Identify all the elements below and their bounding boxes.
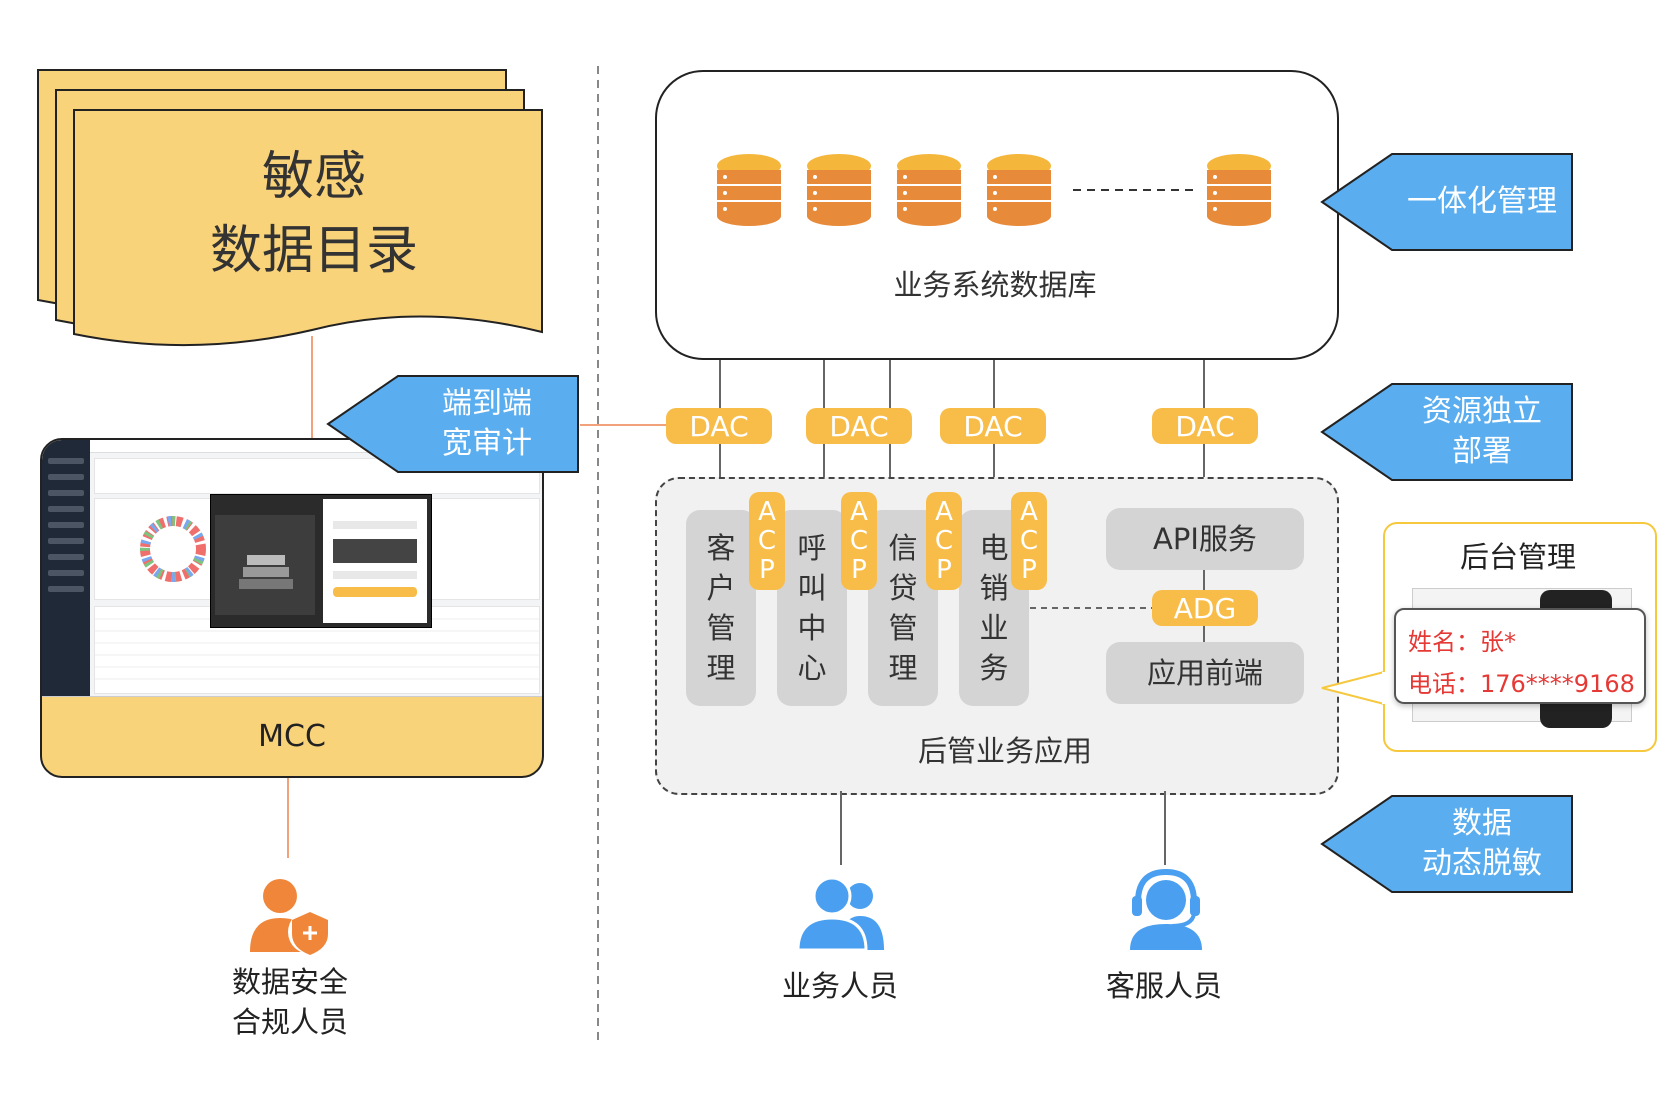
- backstage-pointer: [1321, 670, 1386, 706]
- masking-callout: [1320, 795, 1573, 893]
- audit-callout-text: 端到端宽审计: [442, 386, 532, 461]
- audit-dac-connector: [580, 424, 666, 426]
- telesales-adg-link: [1030, 607, 1160, 609]
- catalog-doc-stack: [37, 69, 543, 347]
- masking-callout-text: 数据动态脱敏: [1422, 806, 1542, 881]
- mcc-screenshot: [42, 440, 542, 697]
- backstage-title: 后台管理: [1459, 540, 1576, 574]
- independent-callout-text: 资源独立部署: [1422, 394, 1542, 469]
- app-region-caption: 后管业务应用: [917, 734, 1092, 768]
- adg-chip: ADG: [1152, 590, 1258, 626]
- section-divider: [597, 66, 599, 1046]
- mcc-login-overlay: [210, 494, 432, 628]
- dac-chip-4: DAC: [1152, 408, 1258, 444]
- app-credit-management: 信贷管理: [868, 510, 938, 706]
- db-icon-4: [987, 154, 1051, 226]
- mcc-panel: MCC: [40, 438, 544, 778]
- db-icon-1: [717, 154, 781, 226]
- service-person-icon: [1130, 868, 1202, 950]
- database-icons: [717, 154, 1271, 226]
- catalog-mcc-connector: [311, 336, 313, 440]
- dac-chip-1: DAC: [666, 408, 772, 444]
- business-person-icon: [796, 876, 884, 952]
- db-icon-3: [897, 154, 961, 226]
- region-business-link: [840, 791, 842, 865]
- masked-name: 姓名：张*: [1408, 628, 1516, 656]
- app-call-center: 呼叫中心: [777, 510, 847, 706]
- service-person-label: 客服人员: [1105, 969, 1222, 1003]
- independent-callout: [1320, 383, 1573, 481]
- unified-callout: [1320, 153, 1573, 251]
- catalog-title: 敏感 数据目录: [209, 147, 418, 281]
- masked-data-card: 姓名：张* 电话：176****9168: [1394, 608, 1646, 704]
- audit-callout: [326, 375, 579, 473]
- mcc-person-connector: [287, 778, 289, 858]
- dac-chip-2: DAC: [806, 408, 912, 444]
- compliance-person-label: 数据安全 合规人员: [231, 965, 348, 1039]
- api-service-box: API服务: [1106, 508, 1304, 570]
- mcc-sidebar: [42, 440, 90, 696]
- db-icon-2: [807, 154, 871, 226]
- database-caption: 业务系统数据库: [893, 268, 1097, 302]
- dac-chip-3: DAC: [940, 408, 1046, 444]
- app-frontend-box: 应用前端: [1106, 642, 1304, 704]
- masked-phone: 电话：176****9168: [1408, 670, 1635, 698]
- unified-callout-text: 一体化管理: [1407, 184, 1557, 219]
- business-person-label: 业务人员: [781, 969, 898, 1003]
- mcc-label: MCC: [258, 718, 326, 754]
- region-service-link: [1164, 791, 1166, 865]
- compliance-person-icon: [250, 879, 332, 955]
- db-icon-5: [1207, 154, 1271, 226]
- app-customer-management: 客户管理: [686, 510, 756, 706]
